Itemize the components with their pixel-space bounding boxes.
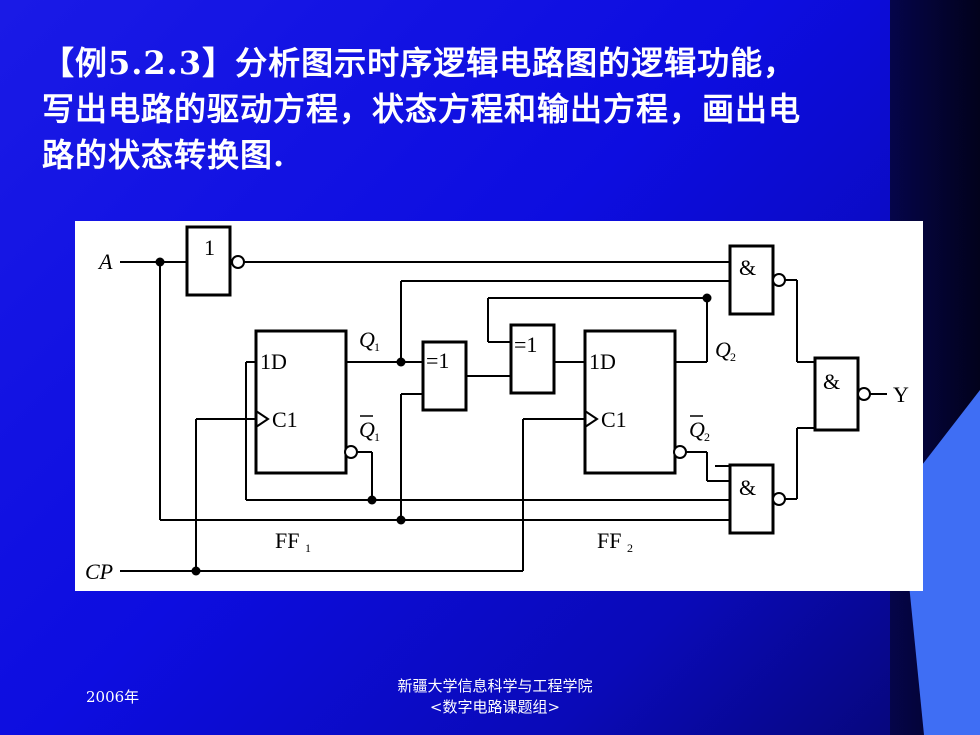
circuit-diagram: A CP Y 1 =1 =1 & & & 1D C1 1D C1 Q 1 Q 1… [75,221,923,591]
title-line-3: 路的状态转换图. [42,136,286,174]
xor1-gate-label: =1 [426,348,449,373]
ff2-clk-label: C1 [601,407,627,432]
q1-label: Q [359,327,375,352]
and-top-label: & [739,255,756,280]
footer-organization: 新疆大学信息科学与工程学院 <数字电路课题组> [330,676,660,718]
and-bottom-label: & [739,475,756,500]
q1-sub: 1 [374,340,380,354]
not-gate-label: 1 [204,235,215,260]
q2-label: Q [715,337,731,362]
footer-org-line-1: 新疆大学信息科学与工程学院 [397,677,593,695]
q2-bar-label: Q [689,417,705,442]
ff1-label: FF [275,528,299,553]
ff2-label: FF [597,528,621,553]
q2-bar-sub: 2 [704,430,710,444]
ff1-sub: 1 [305,541,311,555]
footer-year: 2006年 [86,688,140,706]
ff1-d-label: 1D [260,349,287,374]
slide-title: 【例5.2.3】分析图示时序逻辑电路图的逻辑功能， 写出电路的驱动方程，状态方程… [42,40,942,178]
nand-output-label: & [823,369,840,394]
title-line-2: 写出电路的驱动方程，状态方程和输出方程，画出电 [42,90,802,128]
ff2-d-label: 1D [589,349,616,374]
title-line-1: 【例5.2.3】分析图示时序逻辑电路图的逻辑功能， [42,44,797,82]
xor2-gate-label: =1 [514,332,537,357]
ff2-sub: 2 [627,541,633,555]
ff1-clk-label: C1 [272,407,298,432]
q1-bar-label: Q [359,417,375,442]
q2-sub: 2 [730,350,736,364]
input-a-label: A [97,249,113,274]
q1-bar-sub: 1 [374,430,380,444]
output-y-label: Y [893,382,909,407]
circuit-svg: A CP Y 1 =1 =1 & & & 1D C1 1D C1 Q 1 Q 1… [85,225,909,584]
input-cp-label: CP [85,559,113,584]
footer-org-line-2: <数字电路课题组> [429,698,561,716]
